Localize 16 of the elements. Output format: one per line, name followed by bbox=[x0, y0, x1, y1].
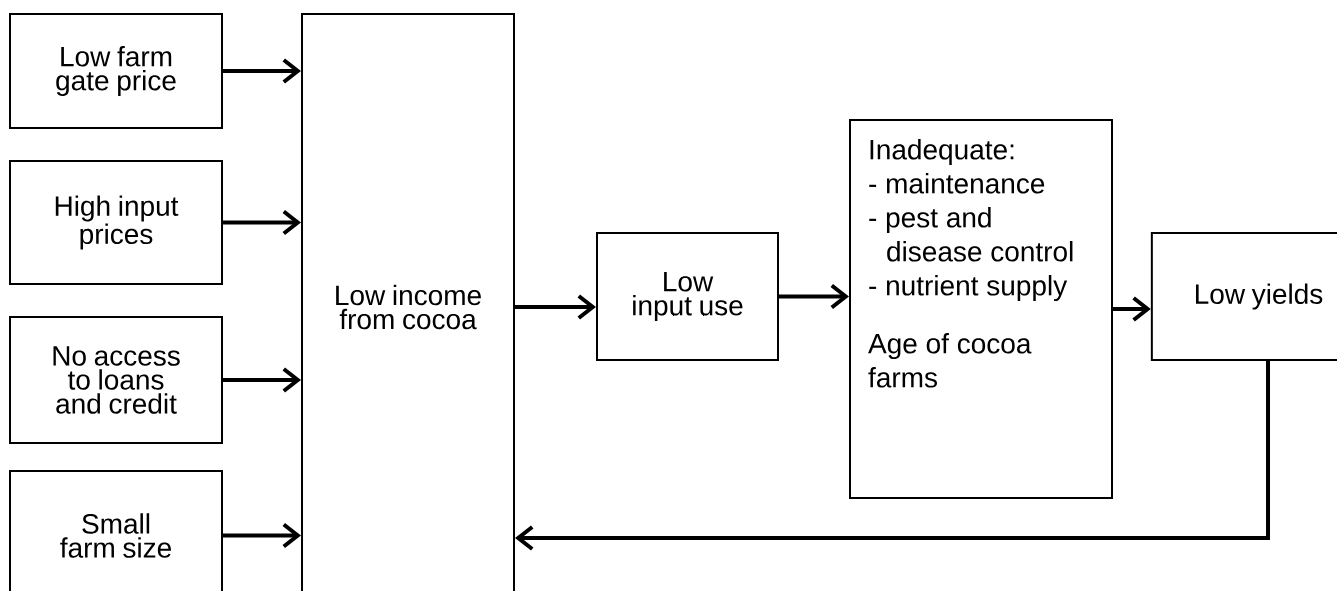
arrow bbox=[223, 209, 301, 236]
arrow bbox=[515, 360, 1270, 551]
text-box: Small farm size bbox=[9, 470, 223, 591]
text-box: Low farm gate price bbox=[9, 13, 223, 129]
arrow bbox=[223, 367, 301, 393]
text-box: Low income from cocoa bbox=[301, 13, 515, 591]
arrow bbox=[515, 294, 596, 320]
arrow bbox=[779, 283, 849, 310]
text-box: High input prices bbox=[9, 160, 223, 285]
text-box: Low input use bbox=[596, 232, 779, 361]
arrow bbox=[223, 522, 301, 549]
arrow bbox=[223, 58, 301, 84]
text-box: No access to loans and credit bbox=[9, 316, 223, 444]
arrow bbox=[1113, 296, 1151, 322]
text-box: Low yields bbox=[1150, 232, 1337, 361]
text-box: Inadequate: - maintenance - pest and disease control - nutrient supply Age of cocoa farms bbox=[849, 119, 1113, 499]
